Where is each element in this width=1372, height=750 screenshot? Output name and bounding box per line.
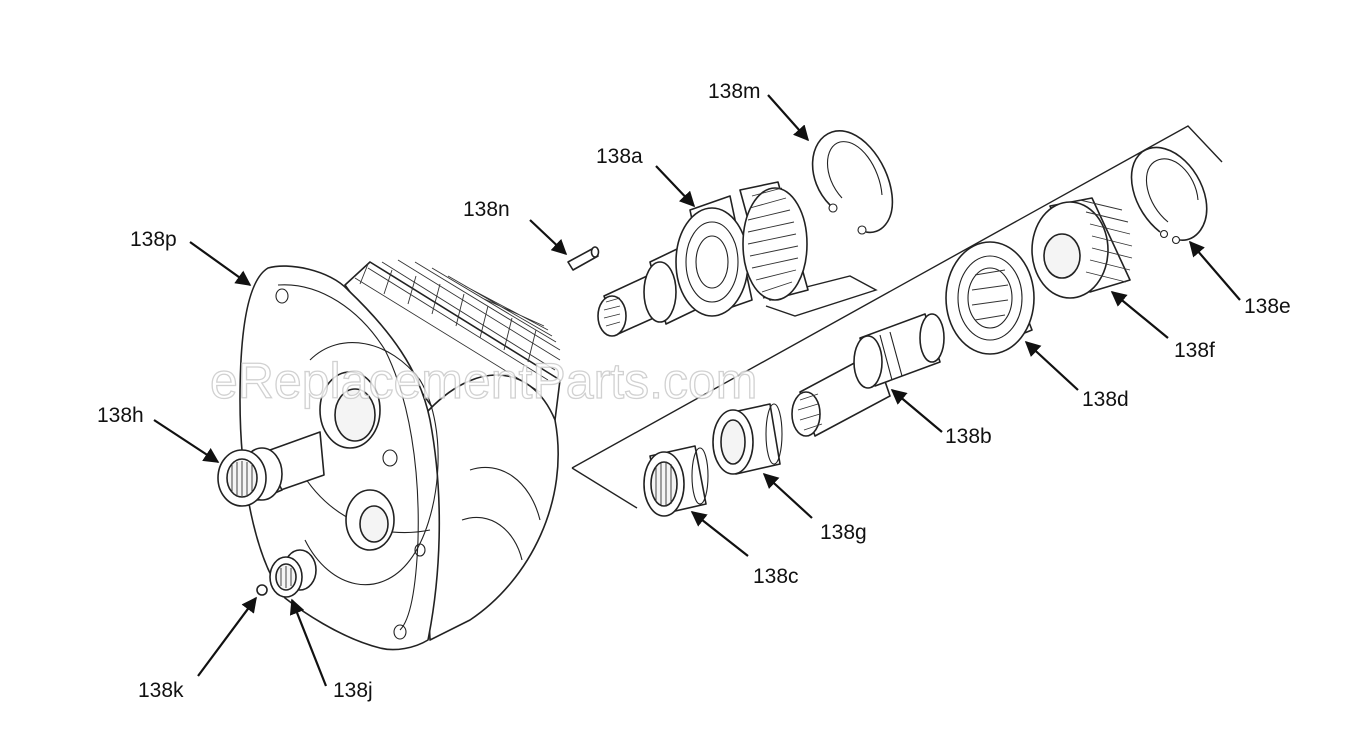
pin-138n — [567, 246, 600, 271]
leader-138c — [690, 511, 749, 557]
label-138m: 138m — [708, 80, 761, 103]
label-138n: 138n — [463, 198, 510, 221]
needle-bearing-138c — [643, 445, 709, 517]
label-138c: 138c — [753, 565, 799, 588]
label-138h: 138h — [97, 404, 144, 427]
ball-bearing-138d — [945, 241, 1035, 355]
gear-138f — [1031, 197, 1133, 299]
leader-arrows — [153, 94, 1241, 687]
label-138e: 138e — [1244, 295, 1291, 318]
label-138k: 138k — [138, 679, 184, 702]
needle-bearing-138h — [217, 447, 283, 507]
label-138g: 138g — [820, 521, 867, 544]
snap-ring-138e — [1130, 146, 1208, 245]
leader-138k — [197, 596, 257, 677]
leader-138e — [1188, 240, 1241, 301]
leader-138f — [1110, 291, 1169, 339]
label-138f: 138f — [1174, 339, 1215, 362]
watermark: eReplacementParts.com — [210, 353, 757, 409]
leader-138b — [890, 389, 943, 433]
label-138a: 138a — [596, 145, 643, 168]
assembly-bracket — [571, 125, 1223, 509]
label-138p: 138p — [130, 228, 177, 251]
pinion-shaft-138a — [597, 181, 809, 337]
label-138d: 138d — [1082, 388, 1129, 411]
ball-138k — [256, 584, 268, 596]
leader-138a — [655, 165, 696, 208]
leader-138d — [1024, 340, 1079, 391]
bushing-138g — [712, 403, 783, 475]
small-bearing-138j — [269, 549, 317, 598]
callout-labels: 138m 138a 138n 138p 138h 138k 138j 138c … — [97, 80, 1291, 702]
output-shaft-138b — [791, 313, 945, 437]
label-138b: 138b — [945, 425, 992, 448]
leader-138m — [767, 94, 810, 142]
leader-138j — [289, 598, 328, 687]
retaining-ring-138m — [811, 130, 894, 235]
leader-138n — [529, 219, 568, 256]
leader-138h — [153, 419, 220, 463]
leader-138p — [189, 241, 252, 286]
leader-138g — [762, 472, 813, 519]
label-138j: 138j — [333, 679, 373, 702]
